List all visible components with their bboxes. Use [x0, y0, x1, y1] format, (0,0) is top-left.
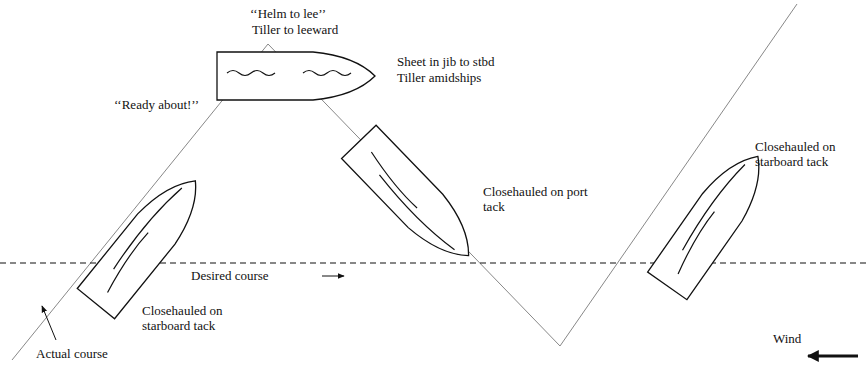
boat-caption: Closehauled on starboard tack	[142, 303, 252, 333]
wind-label: Wind	[773, 331, 801, 346]
boat-caption: Closehauled on starboard tack	[755, 139, 861, 169]
course-label: Actual course	[36, 346, 108, 361]
helm-instruction: Tiller amidships	[397, 70, 481, 85]
helm-instruction: Tiller to leeward	[252, 22, 338, 37]
boat-caption: Closehauled on port tack	[483, 184, 593, 214]
course-label: Desired course	[191, 268, 269, 283]
command-text: ‘‘Ready about!’’	[114, 97, 199, 112]
sail-instruction: Sheet in jib to stbd	[397, 54, 495, 69]
command-text: ‘‘Helm to lee’’	[250, 6, 326, 21]
